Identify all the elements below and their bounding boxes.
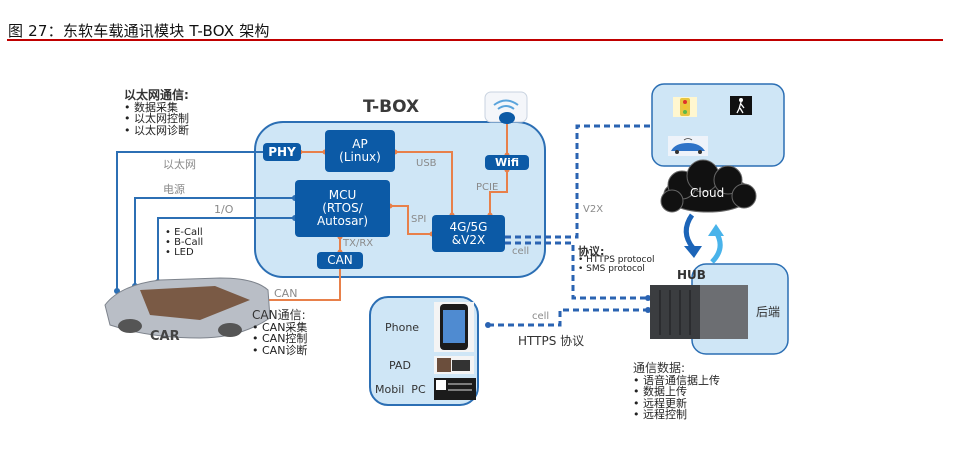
can-link-label: CAN — [274, 287, 298, 300]
can-chip: CAN — [317, 252, 363, 269]
usb-link — [395, 151, 453, 215]
car-label: CAR — [150, 329, 180, 344]
ethernet-note-title: 以太网通信: — [124, 88, 189, 102]
wifi-antenna-icon — [493, 99, 519, 110]
io-item: B-Call — [165, 238, 203, 248]
protocol-note: 协议: HTTPS protocol SMS protocol — [578, 245, 655, 274]
io-link-label: 1/O — [214, 203, 234, 216]
device-phone-label: Phone — [385, 321, 420, 334]
ethernet-note-item: 以太网控制 — [124, 113, 189, 125]
data-note-item: 数据上传 — [633, 386, 720, 398]
spi-link — [390, 205, 432, 235]
spi-label: SPI — [411, 214, 427, 225]
usb-label: USB — [416, 158, 437, 169]
v2x-label: V2X — [583, 204, 604, 215]
pcie-label: PCIE — [476, 182, 499, 193]
power-link — [134, 197, 295, 286]
modem-chip: 4G/5G &V2X — [432, 215, 505, 252]
mobile-pc-image — [434, 378, 476, 400]
phy-chip: PHY — [263, 143, 301, 161]
ap-chip: AP (Linux) — [325, 130, 395, 172]
mcu-chip: MCU (RTOS/ Autosar) — [295, 180, 390, 237]
hub-server-image — [650, 285, 748, 339]
device-pad-label: PAD — [389, 359, 411, 372]
can-note: CAN通信: CAN采集 CAN控制 CAN诊断 — [252, 308, 307, 357]
protocol-note-item: HTTPS protocol — [578, 256, 654, 265]
phone-image — [434, 302, 474, 352]
car-illustration — [104, 277, 271, 339]
v2x-link — [505, 124, 652, 239]
connected-car-icon — [668, 136, 708, 156]
device-mobile-pc-label: Mobil PC — [375, 383, 426, 396]
cloud-shape — [660, 159, 757, 213]
io-link — [157, 217, 295, 282]
tbox-title: T-BOX — [363, 97, 420, 117]
data-note: 通信数据: 语音通信据上传 数据上传 远程更新 远程控制 — [633, 361, 720, 421]
backend-label: 后端 — [756, 305, 781, 319]
txrx-label: TX/RX — [343, 238, 374, 249]
pcie-link — [489, 170, 508, 215]
pad-image — [434, 356, 474, 374]
data-note-item: 语音通信据上传 — [633, 374, 720, 387]
hub-to-cloud-arrow — [710, 230, 723, 264]
pedestrian-sign-icon — [730, 96, 752, 115]
io-item: LED — [165, 248, 203, 258]
figure-caption: 图 27：东软车载通讯模块 T-BOX 架构 — [8, 22, 270, 40]
can-note-item: CAN采集 — [252, 321, 307, 334]
cell-link-devices-hub — [488, 308, 648, 327]
hub-label: HUB — [677, 268, 706, 282]
data-note-item: 远程更新 — [633, 397, 720, 410]
protocol-note-item: SMS protocol — [578, 265, 655, 274]
ethernet-note: 以太网通信: 数据采集 以太网控制 以太网诊断 — [124, 88, 189, 137]
ethernet-link — [116, 151, 265, 291]
power-link-label: 电源 — [163, 183, 185, 196]
io-item: E-Call — [165, 228, 203, 238]
cloud-label: Cloud — [690, 186, 725, 200]
ethernet-note-item: 数据采集 — [124, 101, 189, 114]
ethernet-note-item: 以太网诊断 — [124, 124, 189, 137]
ethernet-link-label: 以太网 — [163, 158, 196, 171]
wifi-chip: Wifi — [485, 155, 529, 170]
can-note-item: CAN控制 — [252, 333, 307, 345]
can-note-item: CAN诊断 — [252, 344, 307, 357]
data-note-item: 远程控制 — [633, 409, 720, 421]
io-items: E-Call B-Call LED — [165, 228, 203, 258]
data-note-title: 通信数据: — [633, 361, 686, 375]
cell-label-devices: cell — [532, 311, 550, 322]
https-protocol-label: HTTPS 协议 — [518, 334, 585, 348]
cloud-to-hub-arrow — [683, 213, 696, 250]
cell-link-tbox-hub — [505, 241, 648, 300]
protocol-note-title: 协议: — [578, 245, 605, 258]
can-note-title: CAN通信: — [252, 308, 306, 322]
cell-label-tbox: cell — [512, 246, 530, 257]
traffic-light-icon — [673, 97, 697, 117]
caption-rule — [7, 39, 943, 41]
